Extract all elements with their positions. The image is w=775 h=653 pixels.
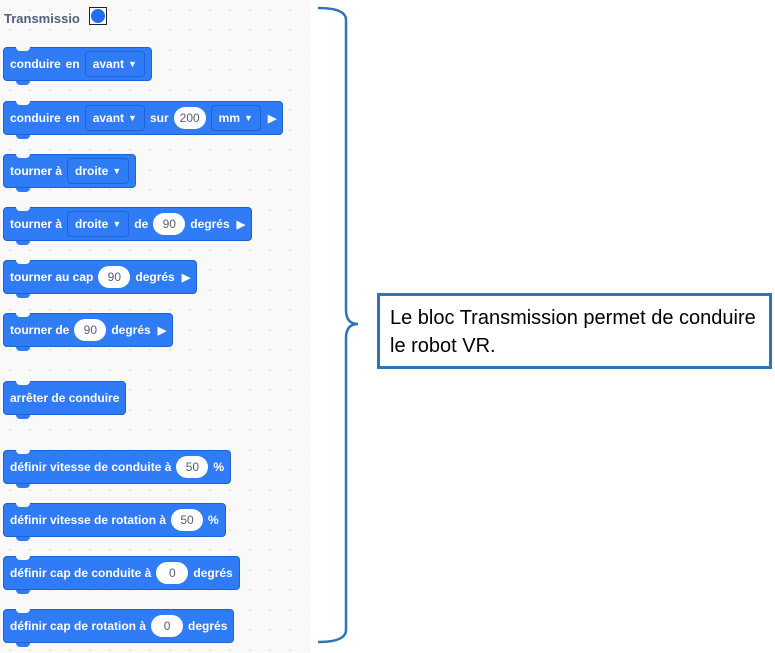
block-label: tourner à <box>10 217 63 231</box>
turn-for-block[interactable]: tourner à droite ▼ de 90 degrés ▶ <box>3 207 253 245</box>
annotation-callout: Le bloc Transmission permet de conduire … <box>377 293 772 369</box>
block-label: degrés <box>190 217 230 231</box>
block-label: tourner de <box>10 323 70 337</box>
block-label: degrés <box>111 323 151 337</box>
block-label: tourner au cap <box>10 270 94 284</box>
angle-input[interactable]: 90 <box>153 213 186 235</box>
direction-dropdown[interactable]: avant ▼ <box>84 51 145 77</box>
play-icon: ▶ <box>157 324 167 337</box>
play-icon: ▶ <box>236 218 246 231</box>
set-turn-velocity-block[interactable]: définir vitesse de rotation à 50 % <box>3 503 226 541</box>
drive-block[interactable]: conduire en avant ▼ <box>3 47 152 85</box>
turn-to-heading-block[interactable]: tourner au cap 90 degrés ▶ <box>3 260 198 298</box>
block-label: degrés <box>135 270 175 284</box>
chevron-down-icon: ▼ <box>112 219 122 229</box>
block-label: en <box>65 111 80 125</box>
curly-brace <box>317 6 359 644</box>
block-label: % <box>208 513 219 527</box>
block-label: conduire <box>10 57 61 71</box>
block-label: arrêter de conduire <box>10 391 120 405</box>
block-label: conduire <box>10 111 61 125</box>
chevron-down-icon: ▼ <box>112 166 122 176</box>
turn-direction-dropdown[interactable]: droite ▼ <box>67 158 130 184</box>
block-label: degrés <box>193 566 233 580</box>
dropdown-value: avant <box>92 111 125 125</box>
block-label: définir cap de rotation à <box>10 619 147 633</box>
dropdown-value: avant <box>92 57 125 71</box>
turn-direction-dropdown[interactable]: droite ▼ <box>67 211 130 237</box>
block-label: degrés <box>188 619 228 633</box>
chevron-down-icon: ▼ <box>128 59 137 69</box>
rotation-input[interactable]: 0 <box>151 615 184 637</box>
play-icon: ▶ <box>267 112 277 125</box>
dropdown-value: droite <box>75 217 109 231</box>
block-label: définir vitesse de rotation à <box>10 513 167 527</box>
chevron-down-icon: ▼ <box>128 113 137 123</box>
block-label: définir vitesse de conduite à <box>10 460 172 474</box>
category-title: Transmissio <box>4 11 80 26</box>
velocity-input[interactable]: 50 <box>176 456 209 478</box>
set-drive-heading-block[interactable]: définir cap de conduite à 0 degrés <box>3 556 240 594</box>
blocks-palette: Transmissio conduire en avant ▼ conduire… <box>0 0 310 653</box>
turn-block[interactable]: tourner à droite ▼ <box>3 154 137 192</box>
dropdown-value: mm <box>218 111 240 125</box>
direction-dropdown[interactable]: avant ▼ <box>84 105 145 131</box>
block-label: en <box>65 57 80 71</box>
unit-dropdown[interactable]: mm ▼ <box>210 105 261 131</box>
heading-input[interactable]: 90 <box>98 266 131 288</box>
set-drive-velocity-block[interactable]: définir vitesse de conduite à 50 % <box>3 450 232 488</box>
stop-driving-block[interactable]: arrêter de conduire <box>3 381 127 419</box>
drive-for-block[interactable]: conduire en avant ▼ sur 200 mm ▼ ▶ <box>3 101 284 139</box>
block-label: définir cap de conduite à <box>10 566 152 580</box>
rotation-input[interactable]: 90 <box>74 319 107 341</box>
heading-input[interactable]: 0 <box>156 562 189 584</box>
distance-input[interactable]: 200 <box>173 107 206 129</box>
block-label: de <box>134 217 149 231</box>
dropdown-value: droite <box>75 164 109 178</box>
block-label: % <box>213 460 225 474</box>
category-color-icon[interactable] <box>89 7 107 25</box>
chevron-down-icon: ▼ <box>244 113 253 123</box>
turn-to-rotation-block[interactable]: tourner de 90 degrés ▶ <box>3 313 174 351</box>
block-label: tourner à <box>10 164 63 178</box>
velocity-input[interactable]: 50 <box>171 509 204 531</box>
block-label: sur <box>149 111 169 125</box>
set-drive-rotation-block[interactable]: définir cap de rotation à 0 degrés <box>3 609 235 647</box>
play-icon: ▶ <box>181 271 191 284</box>
